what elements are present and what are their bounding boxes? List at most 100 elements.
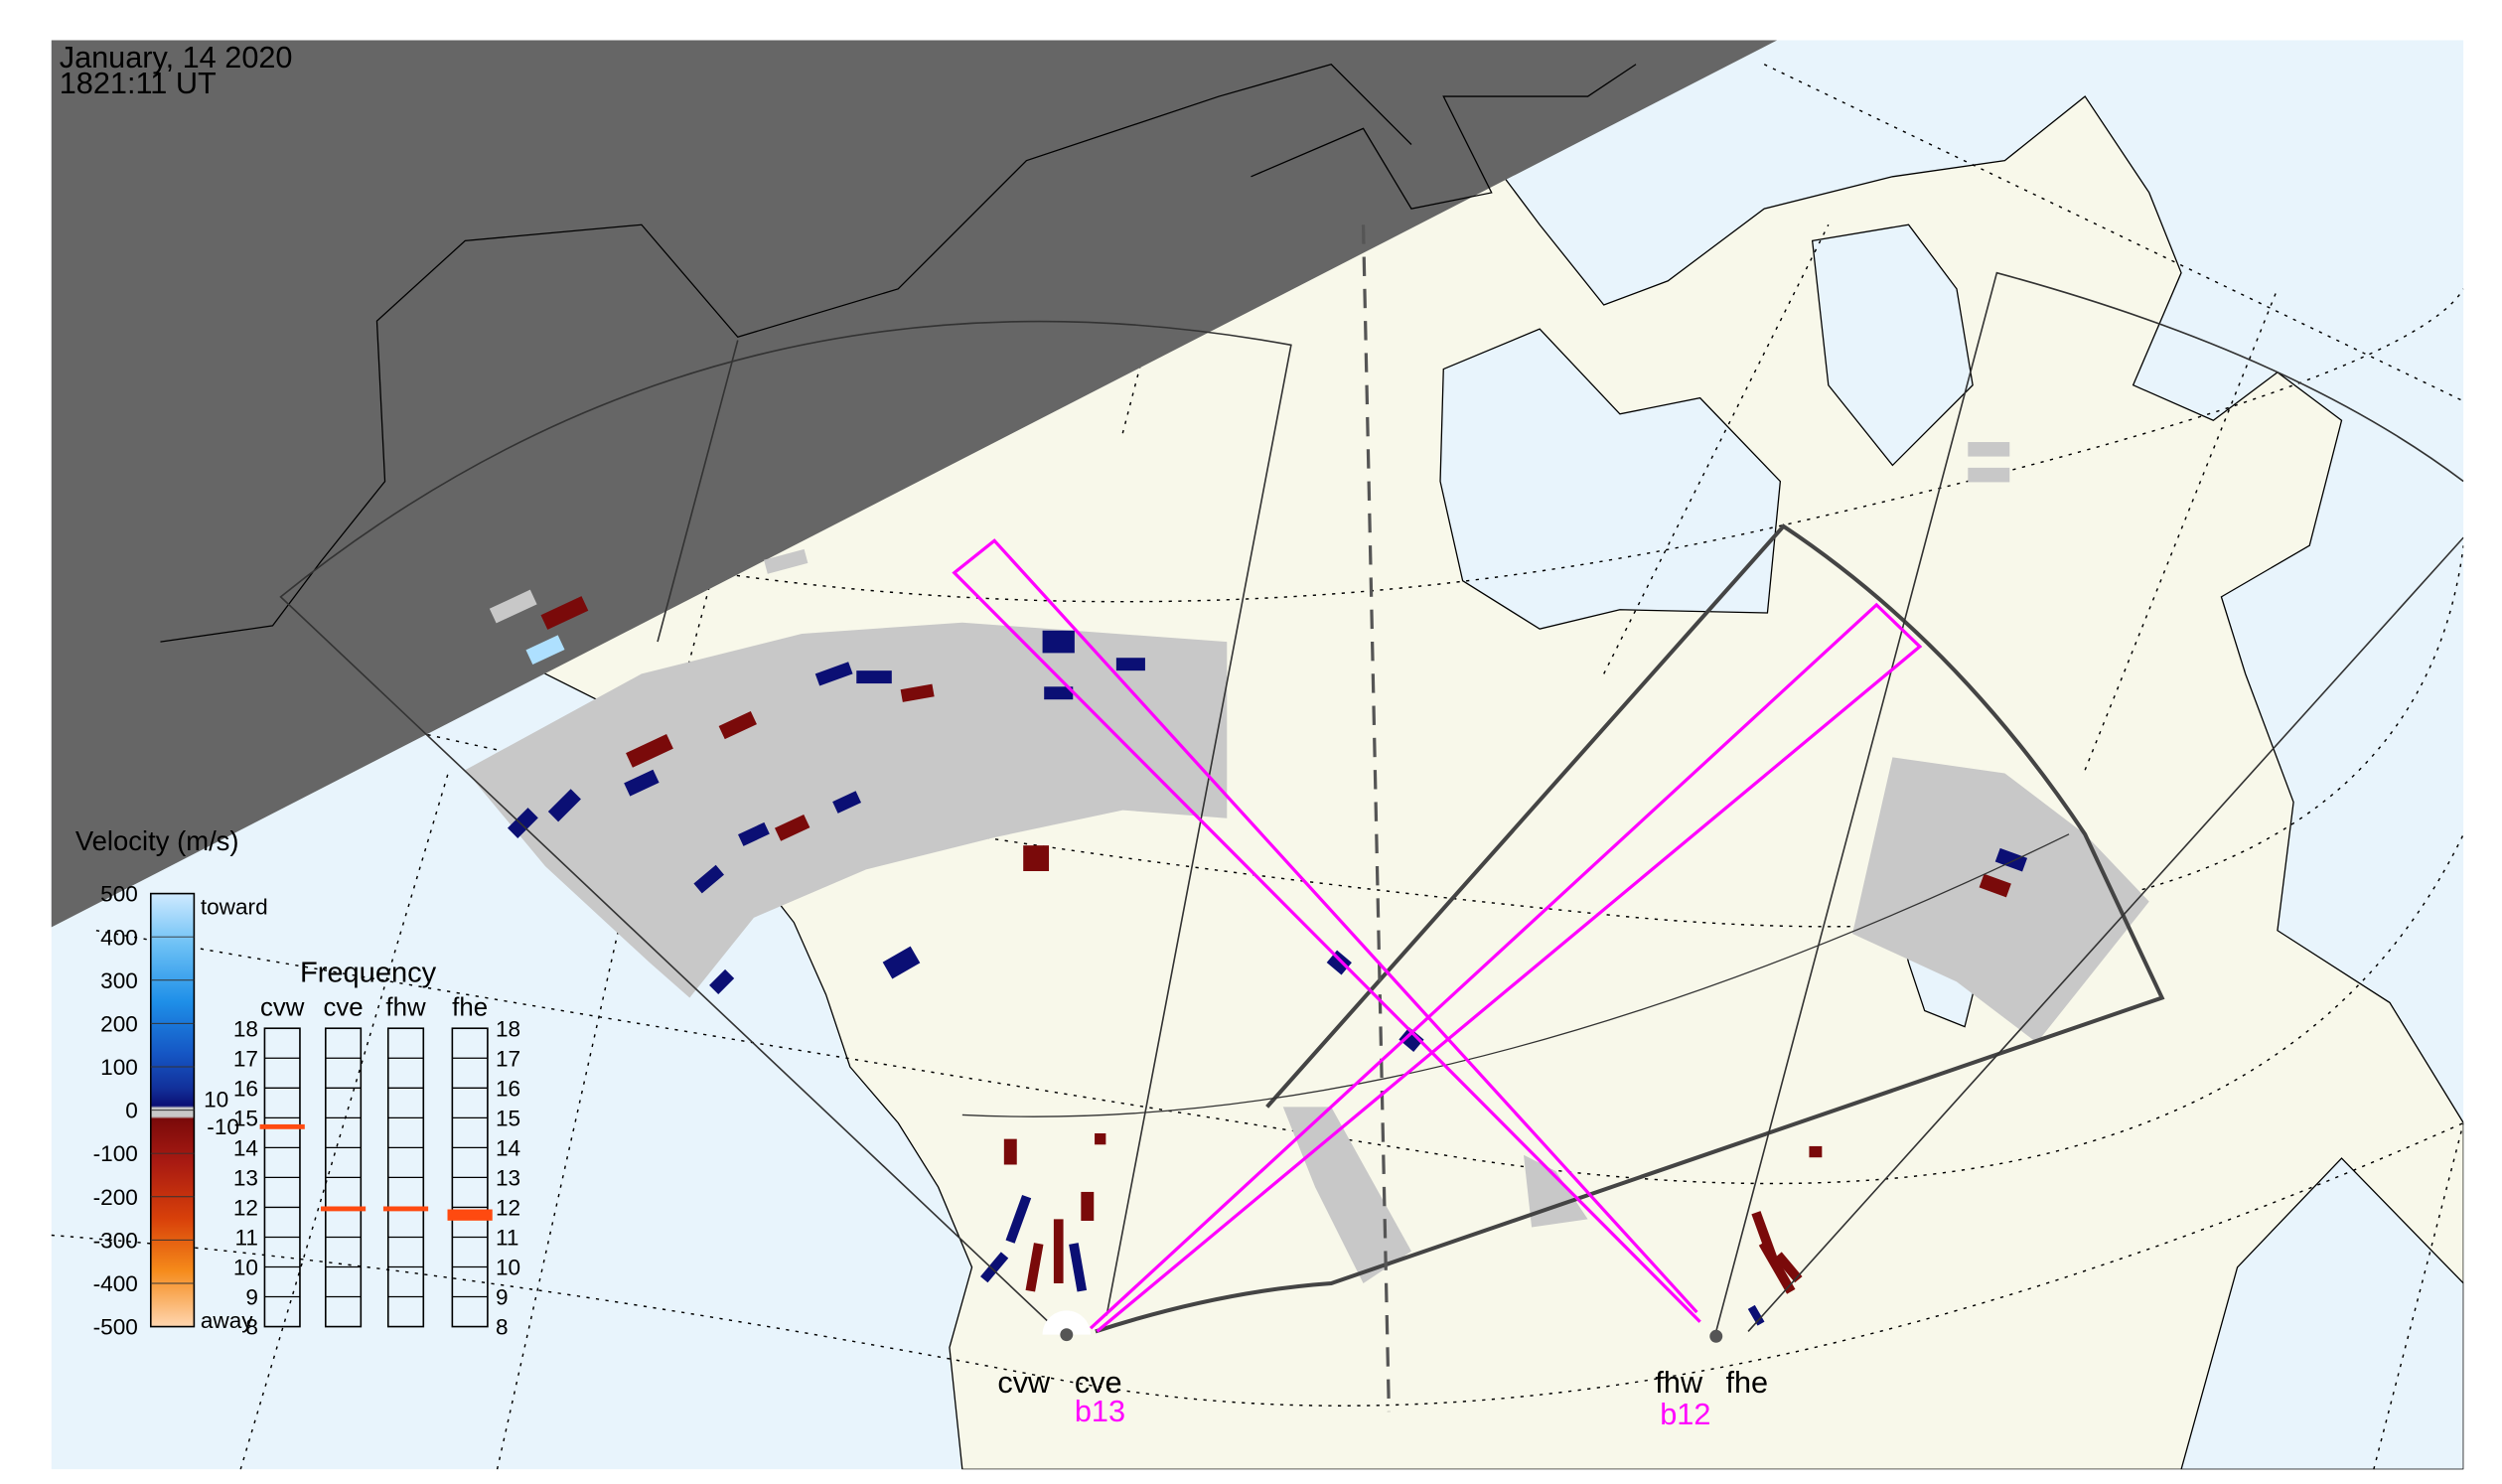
frequency-tick-left: 12 [233, 1196, 258, 1221]
frequency-tick-right: 10 [496, 1256, 520, 1280]
radar-fov-outlines [279, 224, 2464, 1412]
radar-sites [1042, 1310, 1723, 1343]
frequency-tick-right: 14 [496, 1135, 520, 1160]
scatter-cell [1968, 442, 2010, 457]
beam-label-b13: b13 [1075, 1394, 1125, 1428]
colorbar-tick-label: -200 [93, 1185, 138, 1210]
scatter-cell [1053, 1219, 1064, 1283]
frequency-radar-label: fhw [385, 993, 426, 1021]
scatter-cell [1774, 1252, 1803, 1283]
scatter-cell [1095, 1132, 1106, 1145]
frequency-marker-fhw [382, 1206, 429, 1212]
colorbar-toward-label: toward [201, 895, 268, 920]
scatter-cell [1025, 1243, 1044, 1292]
frequency-marker-fhe [447, 1209, 493, 1221]
frequency-tick-left: 8 [245, 1315, 258, 1340]
colorbar-away-label: away [201, 1308, 253, 1333]
scatter-cell [507, 808, 538, 838]
frequency-radar-label: fhe [452, 993, 488, 1021]
radar-label-cve: cve [1075, 1365, 1122, 1400]
header-date: January, 14 2020 [60, 40, 293, 74]
beam-label-b12: b12 [1660, 1397, 1710, 1431]
scatter-cell [525, 635, 565, 665]
colorbar-tick-label: -300 [93, 1228, 138, 1253]
scatter-cell [856, 670, 892, 684]
frequency-tick-right: 9 [496, 1285, 509, 1310]
scatter-region-cvw [465, 622, 1228, 998]
colorbar-tick-label: 400 [100, 925, 138, 950]
scatter-region-fhw [1524, 1154, 1588, 1228]
lat-lon-grid [51, 64, 2464, 1470]
radar-label-fhe: fhe [1725, 1365, 1768, 1400]
scatter-cell [832, 791, 862, 814]
frequency-title: Frequency [300, 957, 437, 988]
colorbar-tick-label: 100 [100, 1055, 138, 1080]
scatter-cell [1042, 630, 1075, 654]
scatter-cell [1326, 950, 1352, 975]
beam-b13-cve [1089, 602, 1923, 1333]
scatter-cell [900, 683, 935, 702]
scatter-cell [814, 662, 853, 686]
frequency-tick-left: 11 [235, 1226, 258, 1251]
scatter-cell [1809, 1145, 1823, 1158]
colorbar-tick-label: -400 [93, 1271, 138, 1296]
scatter-cell [980, 1252, 1009, 1283]
text-layer: cvw cve fhw fhe b13 b12 January, 14 2020… [60, 40, 1768, 1431]
frequency-radar-label: cvw [260, 993, 305, 1021]
radar-scatter [465, 442, 2149, 1326]
header-time: 1821:11 UT [60, 66, 217, 100]
colorbar-tick-label: 300 [100, 968, 138, 993]
frequency-tick-right: 13 [496, 1165, 520, 1190]
scatter-cell [626, 734, 673, 768]
radar-label-cvw: cvw [997, 1365, 1051, 1400]
scatter-cell [1023, 845, 1050, 871]
colorbar-tick-label: 200 [100, 1011, 138, 1036]
velocity-colorbar: Velocity (m/s) 500 400 300 200 100 0 -100 -200 -… [75, 825, 268, 1340]
frequency-tick-right: 11 [496, 1226, 518, 1251]
frequency-tick-left: 10 [233, 1256, 258, 1280]
frequency-tick-left: 18 [233, 1016, 258, 1041]
colorbar-tick-label: 0 [125, 1099, 138, 1123]
radar-site-cv [1060, 1328, 1074, 1342]
scatter-cell [693, 864, 725, 894]
map-area [51, 40, 2464, 1470]
scatter-cell [764, 548, 809, 574]
atlantic-ocean [2180, 1157, 2464, 1470]
frequency-tick-left: 15 [233, 1106, 258, 1130]
scatter-cell [1994, 847, 2028, 872]
scatter-cell [1115, 658, 1145, 671]
scatter-cell [882, 946, 921, 979]
scatter-cell [540, 596, 589, 630]
scatter-cell [1081, 1191, 1095, 1222]
coastlines-night [160, 64, 1637, 643]
scatter-cell [1979, 873, 2011, 898]
scatter-cell [1398, 1027, 1424, 1052]
frequency-marker-cvw [259, 1123, 305, 1129]
frequency-tick-left: 16 [233, 1076, 258, 1101]
baffin-bay [1811, 223, 1974, 467]
colorbar-title: Velocity (m/s) [75, 825, 239, 856]
frequency-tick-left: 17 [233, 1046, 258, 1071]
scatter-region-fhe [1852, 757, 2149, 1043]
frequency-tick-right: 8 [496, 1315, 509, 1340]
scatter-cell [718, 710, 757, 740]
colorbar-tick-label: -100 [93, 1141, 138, 1166]
scatter-cell [774, 814, 810, 841]
scatter-cell [489, 589, 537, 624]
scatter-cell [624, 769, 660, 797]
scatter-cell [1069, 1243, 1088, 1292]
frequency-tick-right: 18 [496, 1016, 520, 1041]
frequency-tick-right: 12 [496, 1196, 520, 1221]
scatter-cell [1968, 467, 2010, 483]
colorbar-tick-label: -500 [93, 1315, 138, 1340]
radar-label-fhw: fhw [1655, 1365, 1703, 1400]
beam-b12-fhw [952, 538, 1701, 1323]
scatter-cell [1747, 1304, 1765, 1326]
grid-label-minus10: -10 [207, 1114, 239, 1139]
colorbar-tick-label: 500 [100, 882, 138, 907]
frequency-radar-label: cve [323, 993, 363, 1021]
frequency-marker-cve [320, 1206, 367, 1212]
radar-site-fh [1709, 1329, 1723, 1343]
